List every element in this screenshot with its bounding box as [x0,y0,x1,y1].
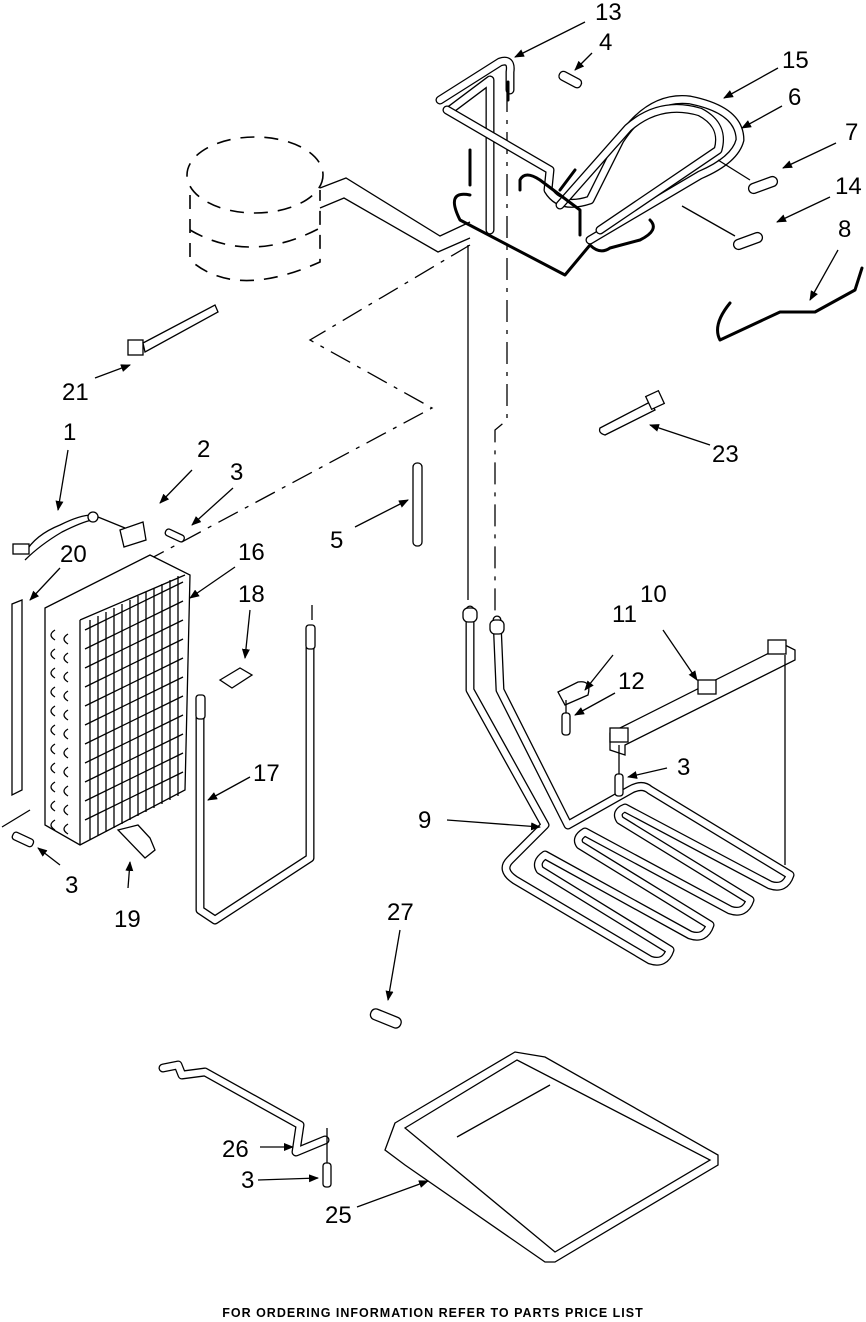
callout-3b: 3 [677,754,690,781]
callout-13: 13 [595,0,622,26]
part-25-drain-pan [385,1052,718,1262]
callout-9: 9 [418,807,431,834]
part-27-sleeve [369,1007,403,1029]
part-3-screw-top [164,528,185,543]
part-7-connector [718,160,779,195]
callout-16: 16 [238,539,265,566]
part-8-wire [718,268,862,340]
callout-10: 10 [640,581,667,608]
compressor-phantom [187,137,323,281]
part-18-clip [220,668,252,688]
callout-17: 17 [253,760,280,787]
callout-3a: 3 [230,459,243,486]
callout-15: 15 [782,47,809,74]
callout-14: 14 [835,173,862,200]
part-9-defrost-heater [463,608,790,961]
callout-18: 18 [238,581,265,608]
callout-1: 1 [63,419,76,446]
callout-23: 23 [712,441,739,468]
callout-11: 11 [612,601,637,628]
part-14-connector [682,206,764,251]
callout-4: 4 [599,29,612,56]
callout-3d: 3 [241,1167,254,1194]
callout-8: 8 [838,216,851,243]
callout-21: 21 [62,379,89,406]
part-16-evaporator [45,555,190,845]
callout-12: 12 [618,668,645,695]
callout-2: 2 [197,436,210,463]
callout-26: 26 [222,1136,249,1163]
callout-27: 27 [387,899,414,926]
callout-3c: 3 [65,872,78,899]
part-11-clamp [558,682,589,705]
ordering-info-footer: FOR ORDERING INFORMATION REFER TO PARTS … [0,1306,866,1320]
part-21-cable-tie [128,305,218,355]
callout-7: 7 [845,119,858,146]
part-2-bracket [120,522,146,547]
part-19-clip [118,825,155,858]
part-5-tube [413,463,422,546]
callout-25: 25 [325,1202,352,1229]
callout-20: 20 [60,541,87,568]
part-23-cable-tie [600,391,665,435]
part-4-connector [558,70,583,89]
callout-6: 6 [788,84,801,111]
callout-5: 5 [330,527,343,554]
part-3-screw-left [11,831,34,848]
callout-19: 19 [114,906,141,933]
part-3-screw-bottom [323,1163,331,1187]
part-20-bracket [2,600,30,827]
part-12-screw [562,700,570,735]
